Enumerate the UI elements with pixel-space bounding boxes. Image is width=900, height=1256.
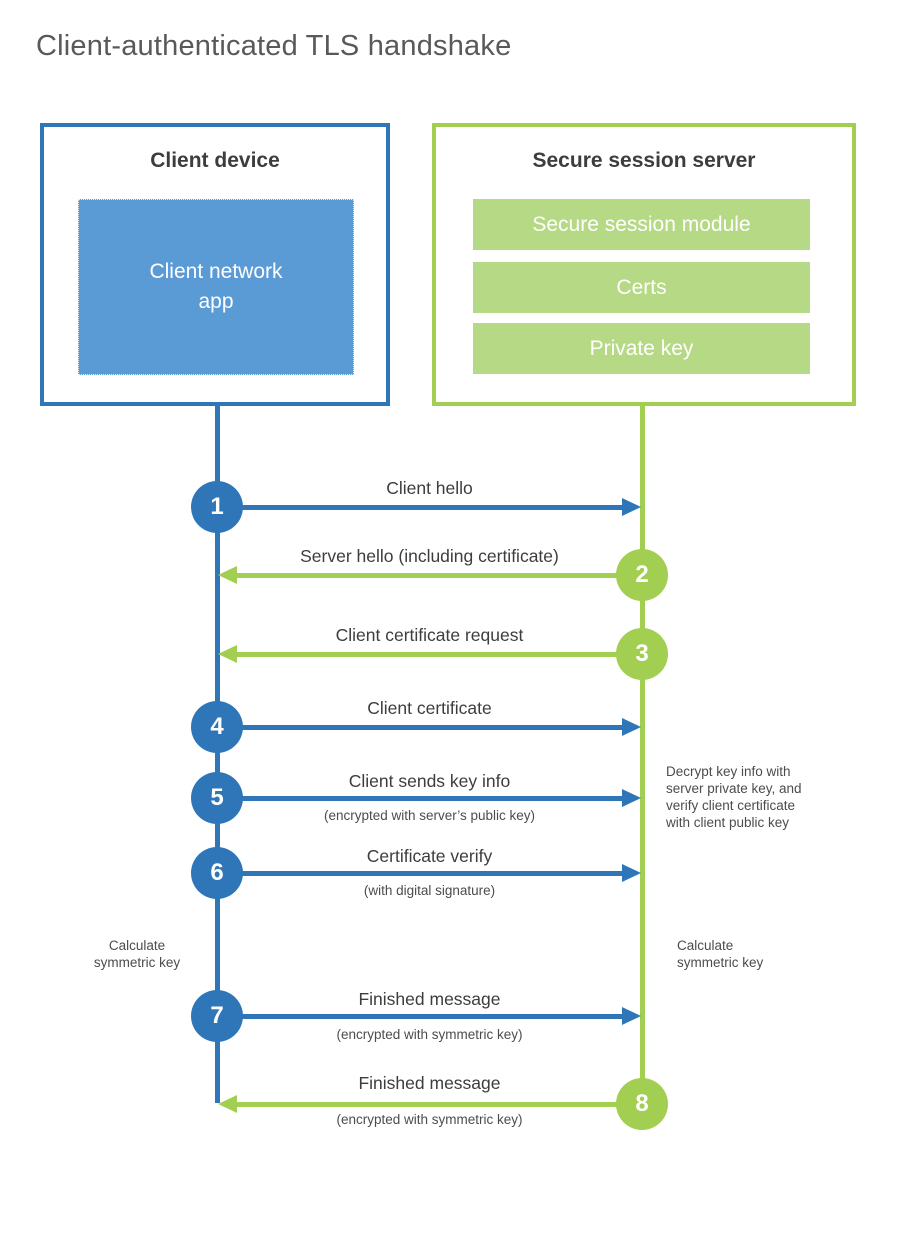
private-key-bar: Private key [473,323,810,374]
step-3-label: Client certificate request [335,625,524,645]
arrow-right-icon [622,1007,641,1025]
step-5-badge: 5 [191,772,243,824]
page-title: Client-authenticated TLS handshake [36,30,512,62]
step-7-badge: 7 [191,990,243,1042]
step-1-label: Client hello [386,478,473,498]
arrow-left-icon [218,645,237,663]
step-2-label: Server hello (including certificate) [300,546,559,566]
step-7-number: 7 [210,1002,224,1029]
step-1-arrow [217,505,624,510]
step-5-sublabel: (encrypted with server’s public key) [323,808,536,823]
step-4-label: Client certificate [367,698,492,718]
calculate-symmetric-key-right: Calculate symmetric key [677,938,764,970]
arrow-left-icon [218,1095,237,1113]
step-8-sublabel: (encrypted with symmetric key) [336,1112,523,1127]
step-4-badge: 4 [191,701,243,753]
step-1-badge: 1 [191,481,243,533]
step-7-arrow [217,1014,624,1019]
decrypt-key-note: Decrypt key info with server private key… [666,764,802,830]
step-2-number: 2 [635,561,649,588]
step-6-sublabel: (with digital signature) [363,883,496,898]
step-2-arrow [233,573,642,578]
step-6-number: 6 [210,859,224,886]
step-7-label: Finished message [358,989,501,1009]
step-8-arrow [233,1102,642,1107]
step-3-badge: 3 [616,628,668,680]
step-2-badge: 2 [616,549,668,601]
secure-session-module-bar: Secure session module [473,199,810,250]
step-5-number: 5 [210,784,224,811]
client-network-app-box: Client network app [78,199,354,375]
step-8-label: Finished message [358,1073,501,1093]
step-5-arrow [217,796,624,801]
step-8-badge: 8 [616,1078,668,1130]
step-3-arrow [233,652,642,657]
arrow-right-icon [622,789,641,807]
step-5-label: Client sends key info [348,771,511,791]
arrow-right-icon [622,498,641,516]
certs-bar: Certs [473,262,810,313]
step-4-number: 4 [210,713,224,740]
step-6-arrow [217,871,624,876]
step-8-number: 8 [635,1090,649,1117]
server-box: Secure session server Secure session mod… [432,123,856,406]
arrow-left-icon [218,566,237,584]
step-1-number: 1 [210,493,224,520]
server-box-title: Secure session server [532,149,756,172]
step-7-sublabel: (encrypted with symmetric key) [336,1027,523,1042]
client-device-title: Client device [150,149,280,172]
server-lifeline [640,406,645,1118]
arrow-right-icon [622,718,641,736]
step-6-badge: 6 [191,847,243,899]
step-4-arrow [217,725,624,730]
step-6-label: Certificate verify [366,846,493,866]
client-device-box: Client device Client network app [40,123,390,406]
step-3-number: 3 [635,640,649,667]
client-lifeline [215,406,220,1103]
arrow-right-icon [622,864,641,882]
calculate-symmetric-key-left: Calculate symmetric key [93,938,181,970]
